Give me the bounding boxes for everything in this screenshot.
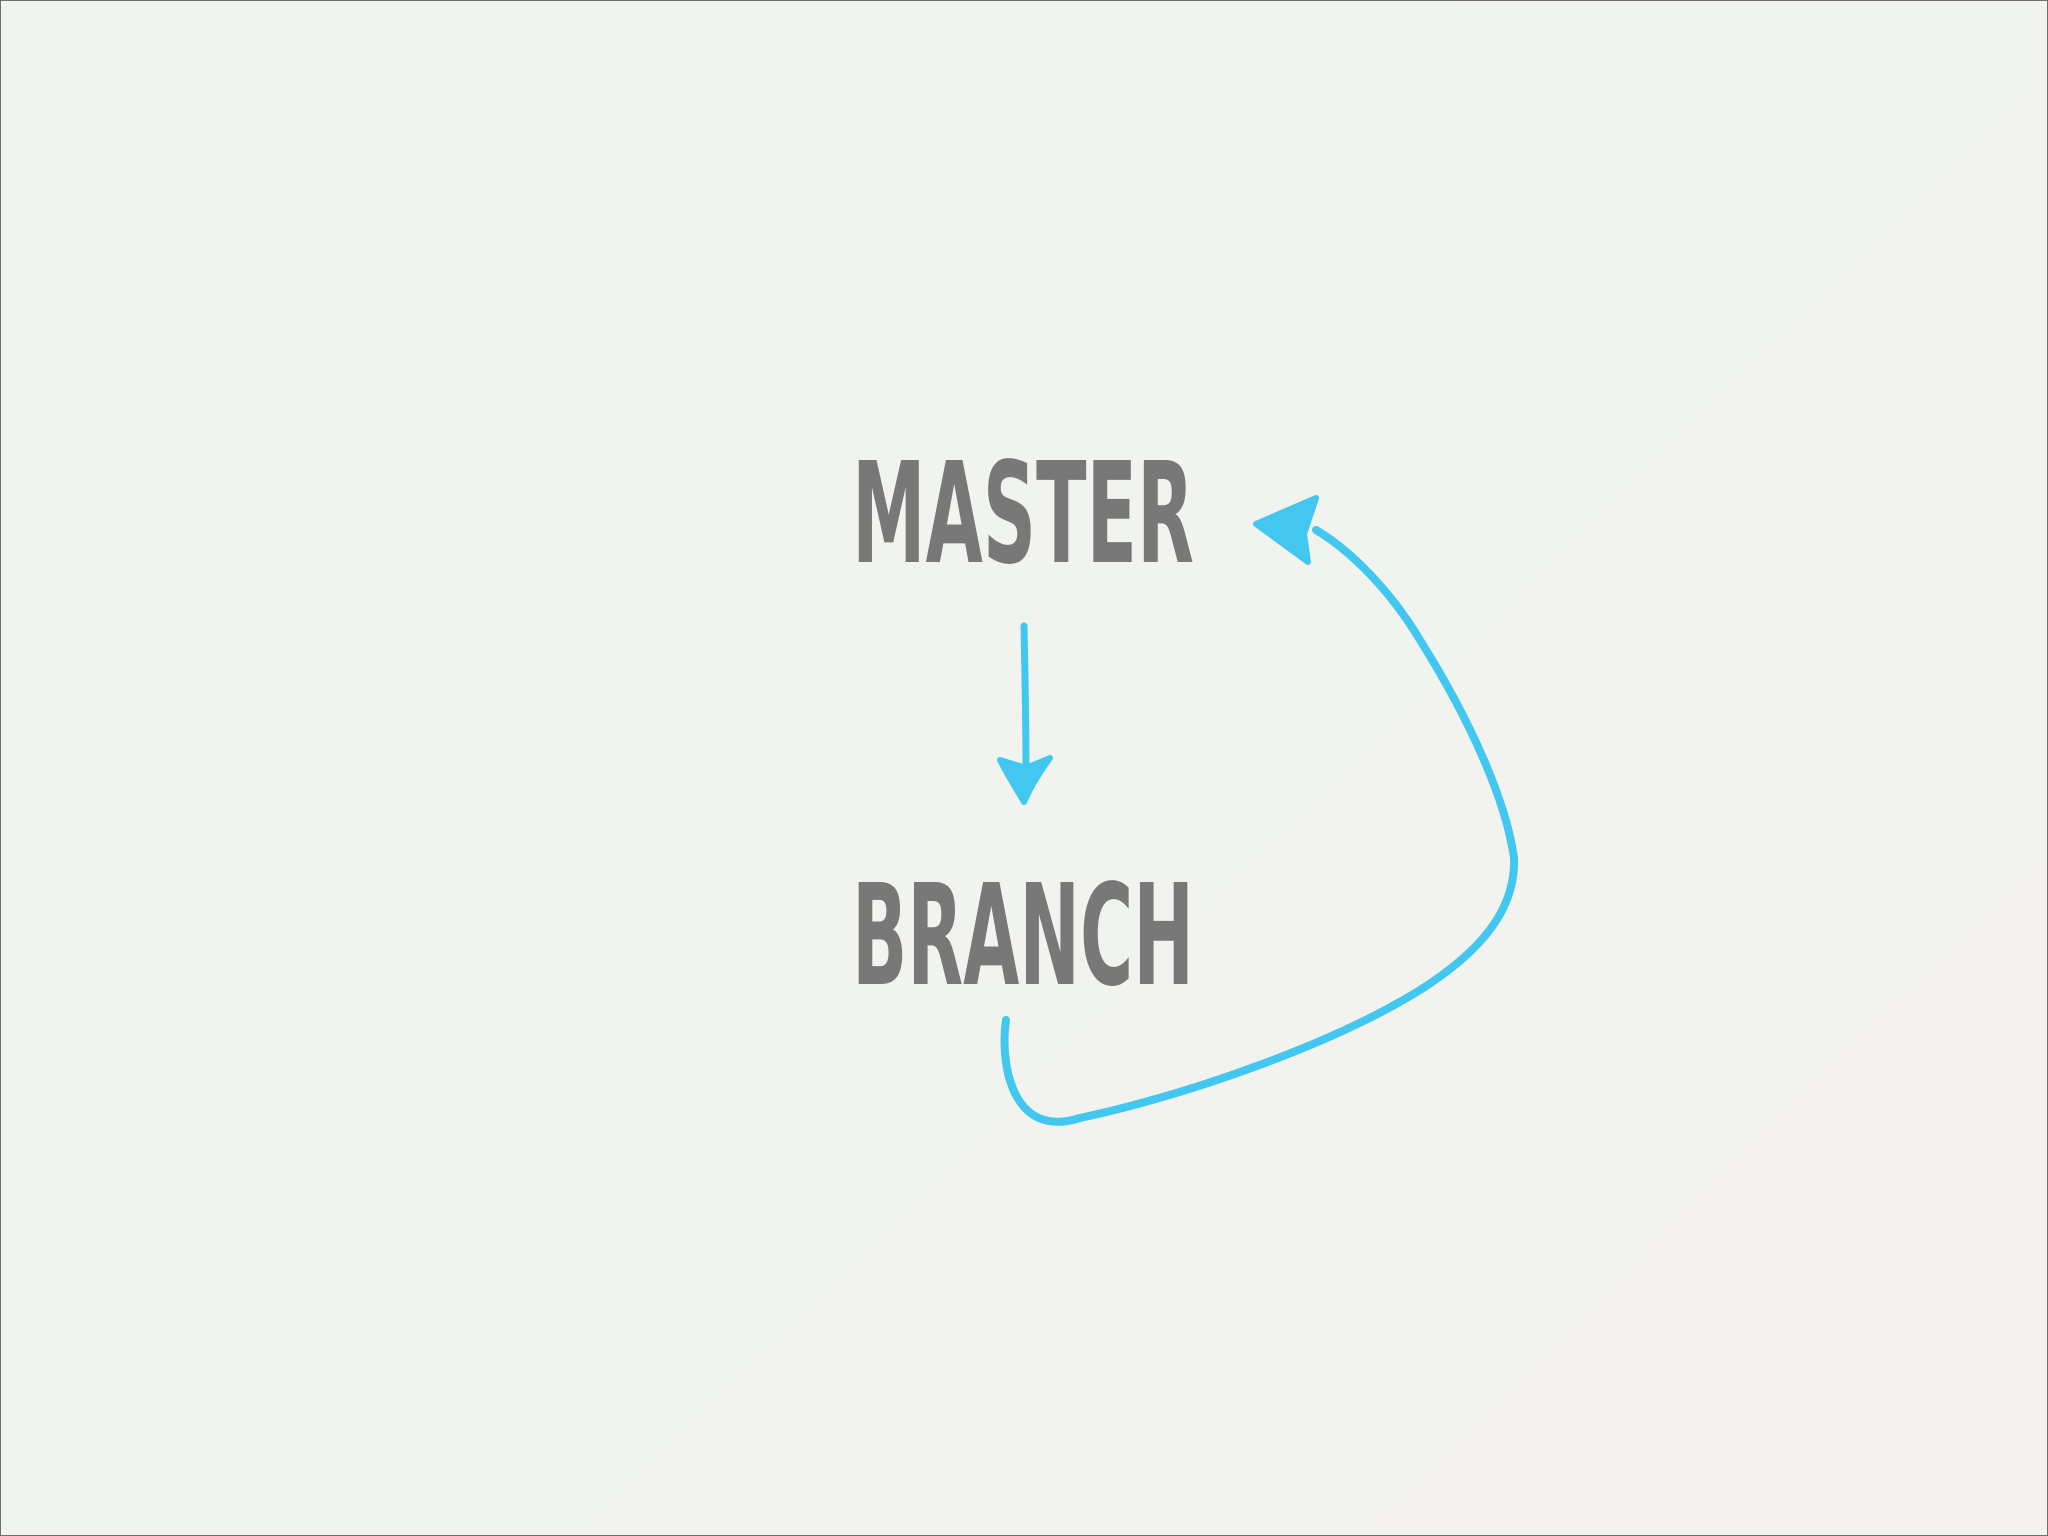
merge-arrow-curve: [1000, 526, 1519, 1126]
branch-label: BRANCH: [852, 855, 1194, 1018]
branch-to-master-merge-arrow: [1000, 495, 1519, 1126]
master-to-branch-arrow: [997, 622, 1053, 805]
branch-arrowhead-icon: [997, 755, 1053, 805]
merge-arrowhead-icon: [1253, 495, 1319, 565]
master-label: MASTER: [852, 433, 1194, 596]
branch-arrow-shaft: [1020, 622, 1030, 772]
